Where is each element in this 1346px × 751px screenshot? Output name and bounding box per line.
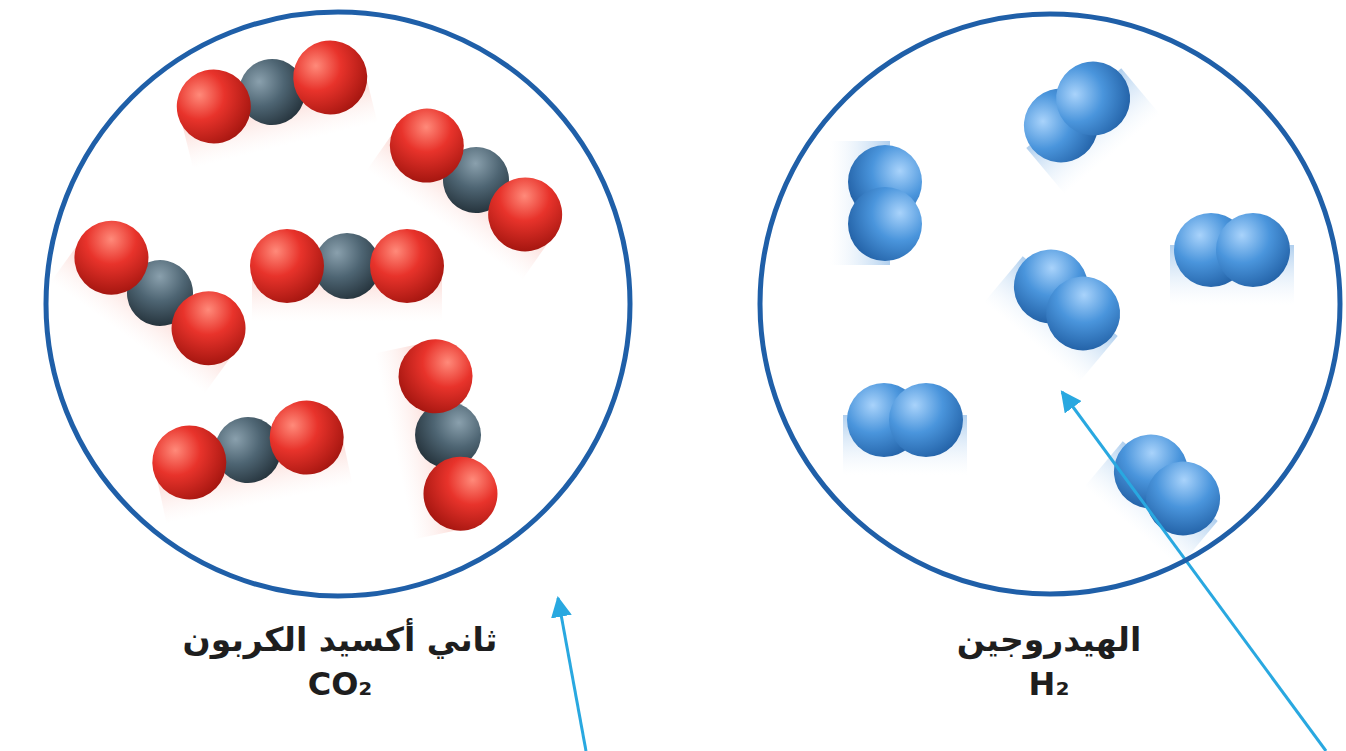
co2-molecule [250, 229, 444, 321]
gas-name: الهيدروجين [752, 618, 1346, 662]
h2-molecule [984, 232, 1138, 382]
gas-sample-circle: الهيدروجينH₂ [752, 6, 1346, 746]
co2-molecules [49, 33, 576, 542]
h2-molecule [830, 141, 922, 265]
h2-molecules [830, 44, 1294, 567]
h2-molecule [1006, 44, 1160, 194]
gas-formula: CO₂ [40, 662, 640, 706]
gas-sample-circle: ثاني أكسيد الكربونCO₂ [40, 6, 640, 746]
co2-molecule [169, 33, 379, 169]
pointer-arrow [558, 598, 586, 751]
gas-name: ثاني أكسيد الكربون [40, 618, 640, 662]
h2-molecule [1170, 213, 1294, 305]
pointer-arrow [1062, 392, 1326, 751]
gas-formula: H₂ [752, 662, 1346, 706]
co2-molecule [145, 394, 354, 524]
co2-molecule [49, 206, 260, 394]
h2-molecule [843, 383, 967, 475]
co2-molecule [374, 332, 504, 541]
circle-border [46, 12, 630, 596]
circle-border [760, 14, 1340, 594]
